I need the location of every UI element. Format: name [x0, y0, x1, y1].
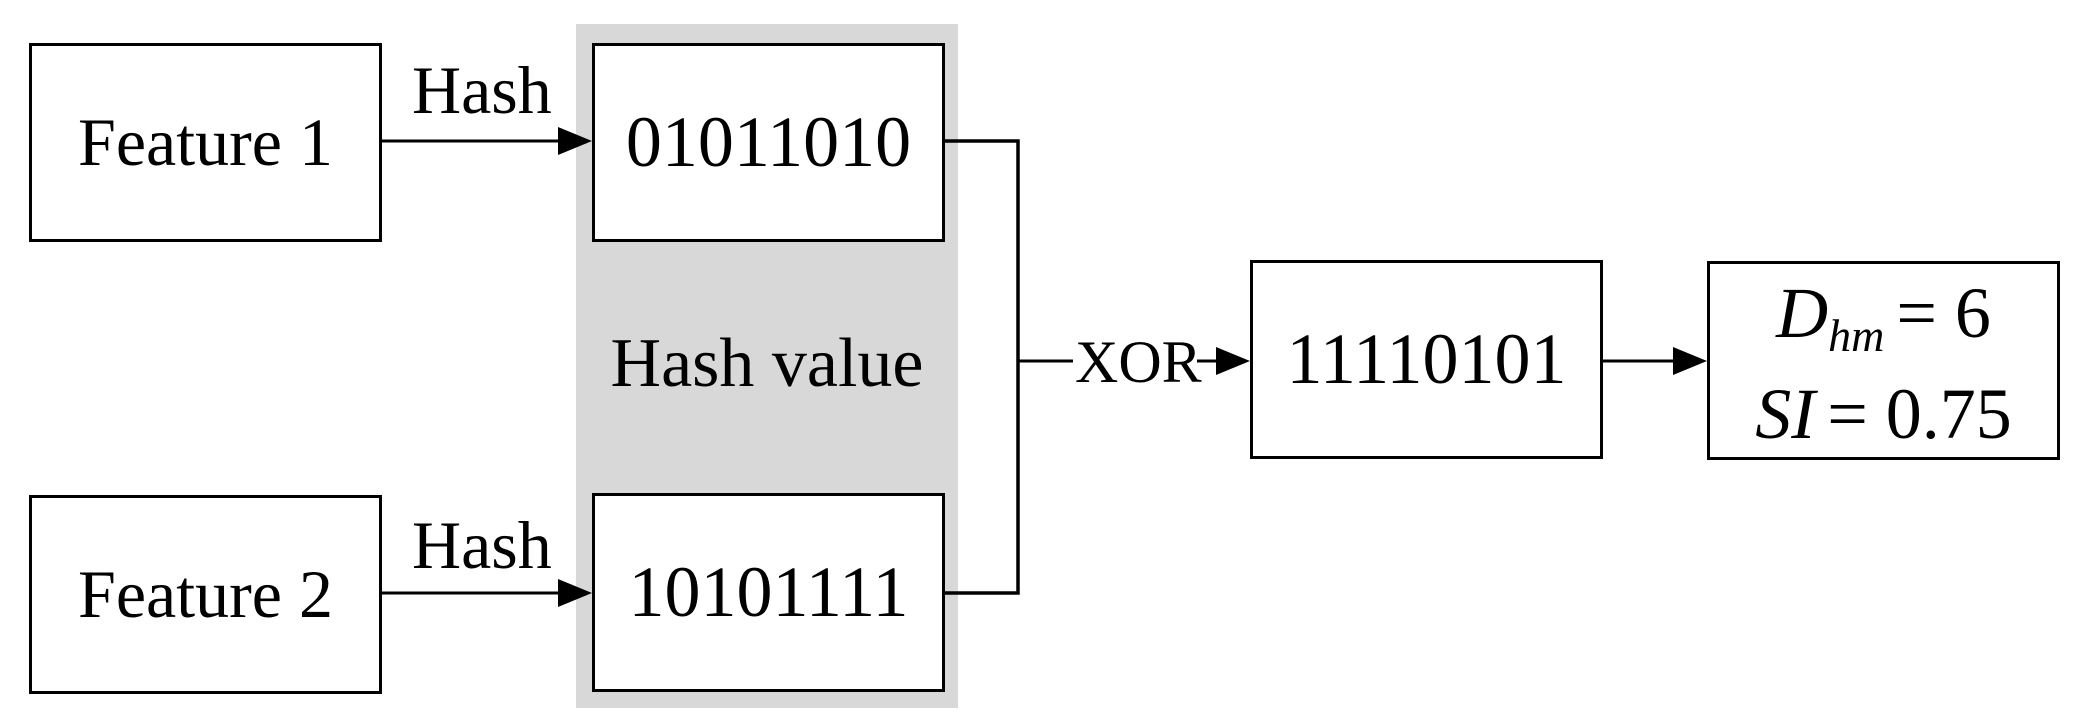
feature2-label: Feature 2 [78, 556, 333, 632]
hash-value-region-label: Hash value [610, 325, 924, 402]
hamming-distance-eq: = 6 [1896, 273, 1991, 353]
similarity-index-var: SI [1755, 374, 1816, 454]
hash2-box: 10101111 [592, 493, 945, 692]
hash1-value: 01011010 [625, 102, 912, 182]
similarity-result-box: Dhm= 6 SI= 0.75 [1707, 261, 2060, 460]
feature1-label: Feature 1 [78, 104, 333, 180]
arrowhead-result-to-similarity [1673, 347, 1707, 375]
hash1-box: 01011010 [592, 43, 945, 242]
hamming-distance-line: Dhm= 6 [1776, 267, 1991, 368]
feature2-box: Feature 2 [29, 495, 382, 694]
arrowhead-xor-to-result [1216, 347, 1250, 375]
similarity-index-line: SI= 0.75 [1755, 368, 2012, 460]
hash2-value: 10101111 [628, 552, 909, 632]
hash-arrow-label-top: Hash [412, 52, 552, 128]
hash-arrow-label-bottom: Hash [412, 507, 552, 583]
similarity-index-eq: = 0.75 [1827, 374, 2012, 454]
xor-result-value: 11110101 [1286, 319, 1567, 399]
xor-operation-label: XOR [1075, 329, 1202, 395]
hamming-distance-var: D [1776, 273, 1829, 353]
feature1-box: Feature 1 [29, 43, 382, 242]
hamming-distance-sub: hm [1828, 310, 1885, 361]
xor-result-box: 11110101 [1250, 260, 1603, 459]
